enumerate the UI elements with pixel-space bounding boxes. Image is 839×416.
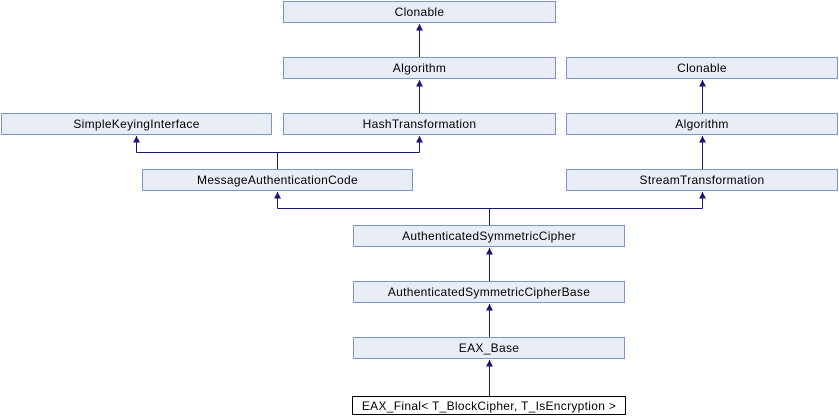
class-node-stream-transformation[interactable]: StreamTransformation — [566, 169, 838, 191]
class-node-simple-keying-interface[interactable]: SimpleKeyingInterface — [1, 113, 272, 135]
arrowhead — [416, 24, 423, 31]
class-node-eax-base[interactable]: EAX_Base — [353, 337, 625, 359]
class-node-algorithm[interactable]: Algorithm — [566, 113, 838, 135]
class-node-algorithm[interactable]: Algorithm — [283, 57, 556, 79]
arrowhead — [699, 136, 706, 143]
class-node-authenticated-symmetric-cipher-base[interactable]: AuthenticatedSymmetricCipherBase — [353, 281, 625, 303]
arrowhead — [699, 80, 706, 87]
class-node-clonable[interactable]: Clonable — [566, 57, 838, 79]
arrowhead — [699, 192, 706, 199]
class-node-hash-transformation[interactable]: HashTransformation — [283, 113, 556, 135]
arrowhead — [486, 248, 493, 255]
class-node-authenticated-symmetric-cipher[interactable]: AuthenticatedSymmetricCipher — [353, 225, 625, 247]
arrowhead — [274, 192, 281, 199]
arrowhead — [416, 80, 423, 87]
arrowhead — [486, 304, 493, 311]
arrowhead — [486, 360, 493, 367]
arrowhead — [416, 136, 423, 143]
class-node-message-authentication-code[interactable]: MessageAuthenticationCode — [142, 169, 413, 191]
class-node-eax-final-current: EAX_Final< T_BlockCipher, T_IsEncryption… — [352, 396, 626, 415]
arrowhead — [133, 136, 140, 143]
class-node-clonable[interactable]: Clonable — [283, 1, 556, 23]
